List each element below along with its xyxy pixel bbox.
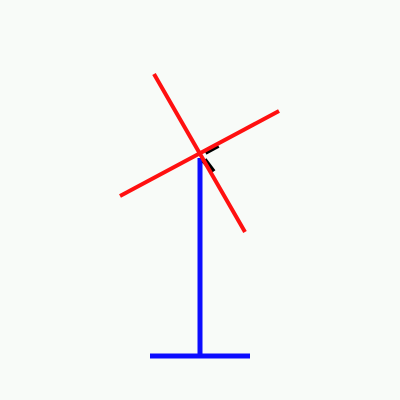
windmill [119,73,280,359]
rotor-blade-b [152,73,247,233]
